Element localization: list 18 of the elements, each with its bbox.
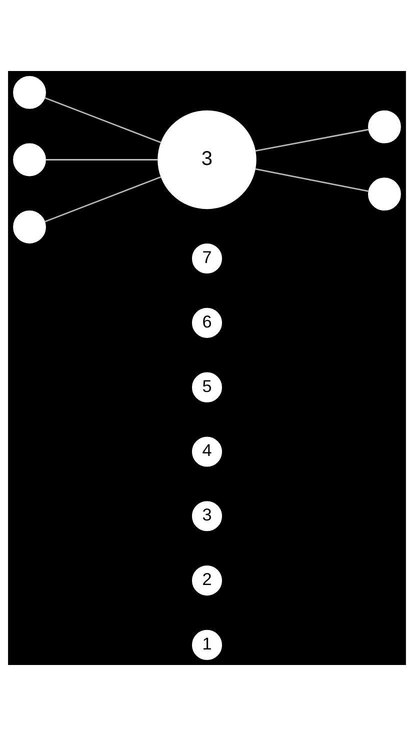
node-circle: 7	[192, 243, 222, 274]
node-circle: 5	[192, 372, 222, 402]
connector	[255, 168, 369, 192]
node-circle: 1	[192, 630, 222, 660]
node-circle: 4	[192, 436, 222, 467]
node-circle	[13, 143, 46, 176]
connector	[44, 97, 162, 144]
connector	[255, 128, 369, 152]
node-circle	[13, 210, 46, 244]
connector	[44, 176, 162, 222]
node-circle: 2	[192, 566, 222, 596]
node-circle	[368, 178, 401, 211]
node-circle	[13, 76, 46, 109]
node-circle: 3	[192, 501, 222, 532]
node-circle: 6	[192, 308, 222, 338]
node-circle: 3	[158, 110, 256, 210]
node-circle	[368, 110, 401, 144]
connector	[46, 159, 158, 160]
